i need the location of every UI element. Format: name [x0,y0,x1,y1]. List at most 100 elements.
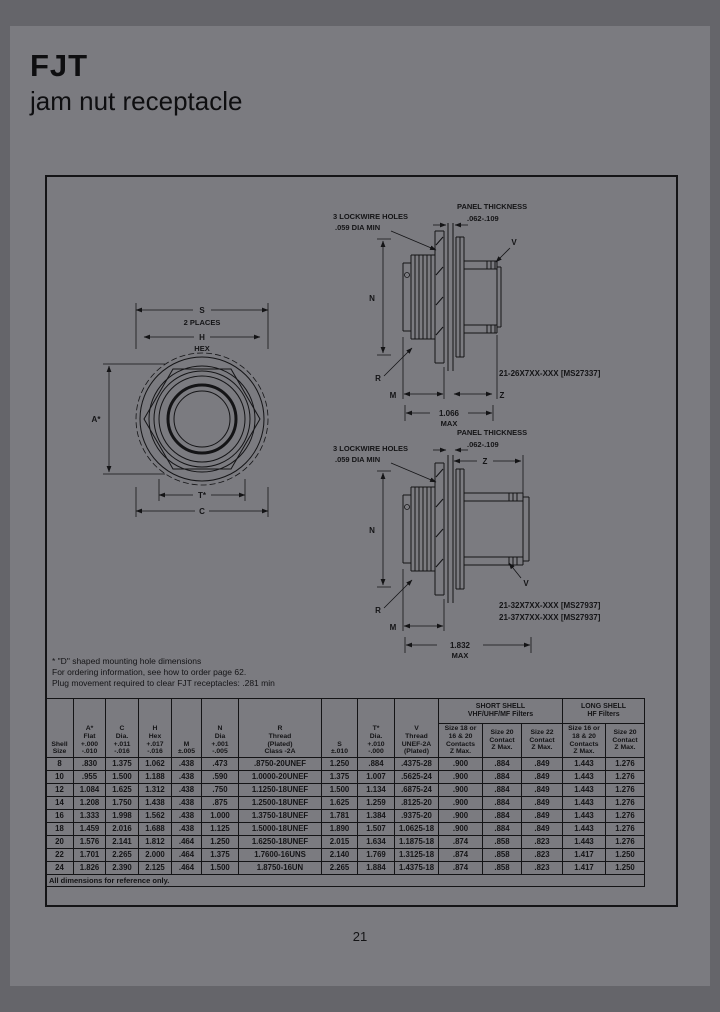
table-cell: 1.276 [605,783,645,798]
table-cell: 14 [45,796,74,811]
table-cell: .849 [521,796,563,811]
table-cell: .875 [201,796,239,811]
table-cell: .464 [171,861,202,876]
table-cell: 1.826 [73,861,106,876]
group-long-shell: LONG SHELL HF Filters [562,698,645,724]
table-cell: 1.443 [562,796,606,811]
table-cell: 24 [45,861,74,876]
table-cell: .8125-20 [394,796,439,811]
table-cell: .858 [482,861,522,876]
table-cell: .5625-24 [394,770,439,785]
long-shell-drawing: 3 LOCKWIRE HOLES .059 DIA MIN PANEL THIC… [333,428,601,660]
table-cell: 1.276 [605,809,645,824]
table-cell: 12 [45,783,74,798]
col-r-thread: R Thread (Plated) Class -2A [238,697,322,759]
table-cell: 1.125 [201,822,239,837]
table-cell: 1.312 [138,783,172,798]
col-s: S ±.010 [321,697,358,759]
table-cell: 1.1250-18UNEF [238,783,322,798]
table-cell: 1.417 [562,861,606,876]
group-short-shell: SHORT SHELL VHF/UHF/MF Filters [438,698,563,724]
table-cell: 1.0625-18 [394,822,439,837]
table-cell: 2.125 [138,861,172,876]
dim-z-label: Z [500,391,505,400]
table-cell: 2.140 [321,848,358,863]
table-cell: .874 [438,861,483,876]
table-cell: .830 [73,757,106,772]
col-z-long-16-20: Size 16 or 18 & 20 Contacts Z Max. [562,722,606,759]
table-footnote: All dimensions for reference only. [45,874,645,888]
table-cell: 1.375 [105,757,139,772]
table-cell: .955 [73,770,106,785]
table-cell: 1.625 [321,796,358,811]
table-cell: .884 [482,757,522,772]
table-cell: 1.625 [105,783,139,798]
table-cell: 1.812 [138,835,172,850]
lockwire-note-line2: .059 DIA MIN [335,455,380,464]
table-cell: 1.276 [605,822,645,837]
table-cell: 1.250 [321,757,358,772]
table-cell: .884 [482,770,522,785]
table-cell: 1.500 [201,861,239,876]
table-cell: 1.276 [605,796,645,811]
table-cell: 1.998 [105,809,139,824]
table-cell: 1.769 [357,848,395,863]
table-cell: .9375-20 [394,809,439,824]
table-cell: 1.375 [321,770,358,785]
short-shell-body [402,223,502,371]
table-cell: .438 [171,770,202,785]
table-cell: 2.000 [138,848,172,863]
col-z-short-16-20: Size 18 or 16 & 20 Contacts Z Max. [438,722,483,759]
table-cell: 1.007 [357,770,395,785]
table-cell: 1.688 [138,822,172,837]
table-cell: 1.417 [562,848,606,863]
table-footnote-row: All dimensions for reference only. [45,874,645,888]
table-cell: 1.500 [321,783,358,798]
table-cell: .900 [438,822,483,837]
table-cell: .858 [482,848,522,863]
dim-v-label: V [523,579,529,588]
table-cell: .438 [171,783,202,798]
table-cell: 2.015 [321,835,358,850]
dim-r-label: R [375,374,381,383]
table-cell: 2.265 [321,861,358,876]
table-cell: .590 [201,770,239,785]
dim-h-label: H [199,333,205,342]
panel-note-line2: .062-.109 [467,440,499,449]
short-shell-drawing: 3 LOCKWIRE HOLES .059 DIA MIN PANEL THIC… [333,202,601,428]
page-number: 21 [352,929,368,944]
table-cell: 1.6250-18UNEF [238,835,322,850]
col-m: M ±.005 [171,697,202,759]
col-t-dia: T* Dia. +.010 -.000 [357,697,395,759]
table-cell: .8750-20UNEF [238,757,322,772]
footnote-mounting-hole: * "D" shaped mounting hole dimensions [52,656,202,666]
dim-v-label: V [511,238,517,247]
table-cell: 1.3125-18 [394,848,439,863]
col-v-thread: V Thread UNEF-2A (Plated) [394,697,439,759]
table-cell: 2.265 [105,848,139,863]
dimension-table: Shell Size A* Flat +.000 -.010 C Dia. +.… [45,697,645,888]
dim-h-note: HEX [194,344,209,353]
table-cell: 2.016 [105,822,139,837]
table-cell: .438 [171,809,202,824]
table-cell: 1.0000-20UNEF [238,770,322,785]
col-a-flat: A* Flat +.000 -.010 [73,697,106,759]
table-cell: .874 [438,835,483,850]
table-cell: 20 [45,835,74,850]
table-subheader-row: Size 18 or 16 & 20 Contacts Z Max. Size … [46,722,645,759]
table-cell: .900 [438,783,483,798]
dim-r-label: R [375,606,381,615]
table-cell: .473 [201,757,239,772]
table-cell: .884 [482,809,522,824]
table-cell: 1.507 [357,822,395,837]
table-cell: .900 [438,770,483,785]
dim-t-label: T* [198,491,207,500]
table-cell: 1.443 [562,835,606,850]
table-cell: 1.500 [105,770,139,785]
table-cell: .884 [482,822,522,837]
table-cell: 1.259 [357,796,395,811]
